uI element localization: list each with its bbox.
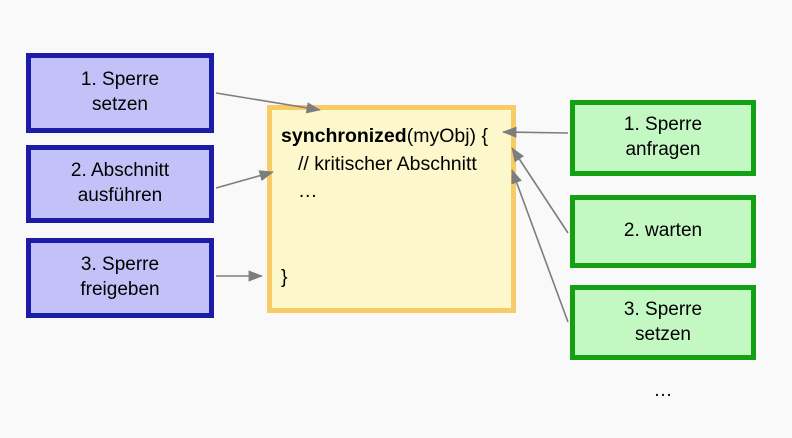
step-line-2: ausführen [77,185,163,206]
arrow-execute-section [215,170,274,189]
jvm-line-2: setzen [635,323,691,345]
jvm-box-lock-request[interactable]: 1. Sperre anfragen [570,100,756,176]
code-text: synchronized(myObj) { // kritischer Absc… [281,123,488,206]
code-block: synchronized(myObj) { // kritischer Absc… [267,105,516,313]
step-line-2: setzen [92,94,148,115]
jvm-box-wait[interactable]: 2. warten [570,195,756,268]
step-line-2: freigeben [80,279,160,300]
step-box-execute-section[interactable]: 2. Abschnitt ausführen [26,145,214,223]
jvm-box-lock-acquire[interactable]: 3. Sperre setzen [570,285,756,360]
jvm-line-2: anfragen [625,139,701,160]
jvm-trailing-ellipsis: … [653,380,673,401]
step-line-1: 2. Abschnitt [70,160,170,182]
step-box-lock-release[interactable]: 3. Sperre freigeben [26,238,214,318]
code-line-ellipsis: … [298,180,318,203]
step-box-lock-set[interactable]: 1. Sperre setzen [26,53,214,133]
step-line-1: 1. Sperre [80,69,160,91]
step-box-lock-set-label: 1. Sperre setzen [81,68,159,117]
code-line-signature: synchronized(myObj) { [281,123,488,151]
code-line-comment: // kritischer Abschnitt [298,152,477,175]
jvm-line-1: 1. Sperre [623,114,703,136]
step-box-execute-section-label: 2. Abschnitt ausführen [71,159,169,208]
step-box-lock-release-label: 3. Sperre freigeben [80,253,159,302]
arrow-lock-acquire [511,169,569,323]
jvm-box-lock-acquire-label: 3. Sperre setzen [624,298,702,347]
code-keyword-synchronized: synchronized [281,125,407,147]
arrow-wait [511,147,569,234]
step-line-1: 3. Sperre [80,254,160,276]
code-line-closing-brace: } [281,266,288,288]
jvm-box-wait-label: 2. warten [623,220,703,242]
jvm-line-1: 3. Sperre [623,298,703,320]
jvm-box-lock-request-label: 1. Sperre anfragen [624,113,702,162]
code-signature-args: (myObj) { [406,125,488,147]
